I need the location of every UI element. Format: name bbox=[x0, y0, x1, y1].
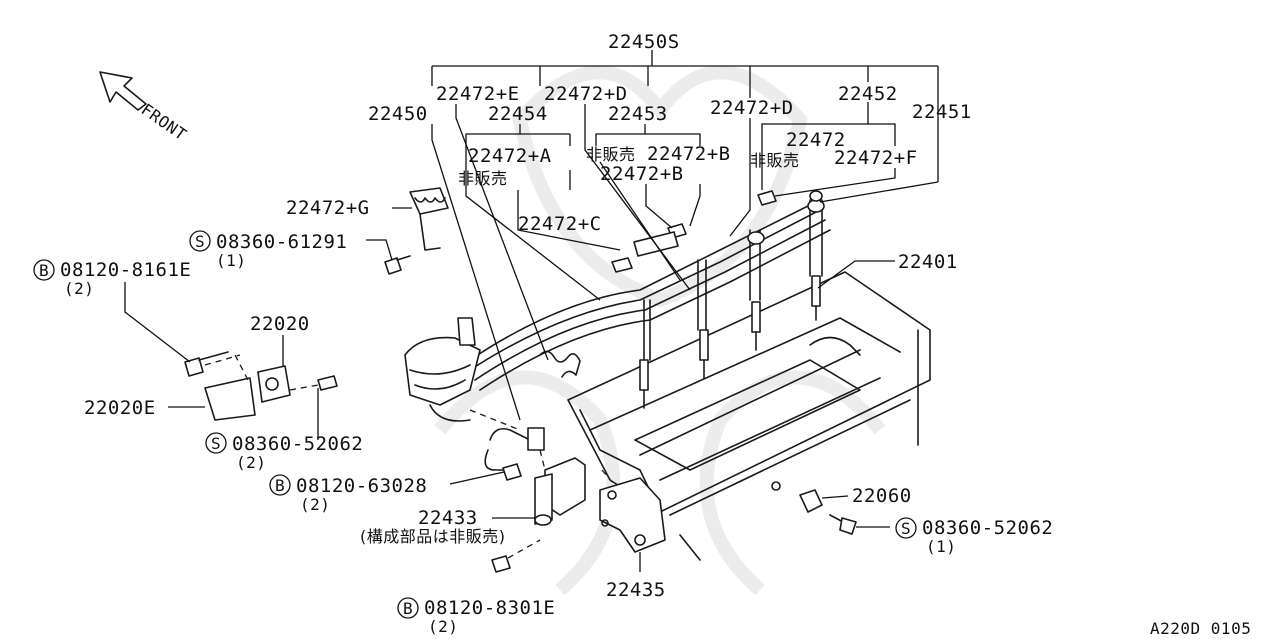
callout-22472G: 22472+G bbox=[286, 197, 370, 219]
qty-08360-52062-b: (1) bbox=[926, 537, 956, 556]
wire-clip-spring bbox=[539, 350, 581, 378]
qty-08120-63028: (2) bbox=[300, 495, 330, 514]
callout-22453: 22453 bbox=[608, 103, 668, 125]
callout-22435: 22435 bbox=[606, 579, 666, 601]
leader-lines bbox=[124, 50, 939, 572]
callout-22020E: 22020E bbox=[84, 397, 156, 419]
callout-22472A: 22472+A bbox=[468, 145, 552, 167]
part-08120-8301E: 08120-8301E bbox=[424, 597, 555, 619]
front-arrow-icon: FRONT bbox=[99, 71, 190, 145]
callout-22454: 22454 bbox=[488, 103, 548, 125]
coil-lead bbox=[469, 409, 546, 471]
sensor-22060 bbox=[771, 481, 857, 535]
badge-b: B bbox=[403, 599, 413, 618]
callout-22451: 22451 bbox=[912, 101, 972, 123]
callout-22060: 22060 bbox=[852, 485, 912, 507]
callout-22472: 22472 bbox=[786, 129, 846, 151]
callout-22450S: 22450S bbox=[608, 31, 680, 53]
callout-22472C: 22472+C bbox=[518, 213, 602, 235]
qty-08120-8301E: (2) bbox=[428, 617, 458, 636]
qty-08360-61291: (1) bbox=[216, 251, 246, 270]
non-sale-label: 非販売 bbox=[586, 145, 636, 164]
bolt-badge-icon bbox=[397, 597, 419, 619]
badge-s: S bbox=[211, 434, 221, 453]
callout-22472F: 22472+F bbox=[834, 147, 918, 169]
callout-22401: 22401 bbox=[898, 251, 958, 273]
part-08120-63028: 08120-63028 bbox=[296, 475, 427, 497]
qty-08120-8161E: (2) bbox=[64, 279, 94, 298]
engine-head-drawing bbox=[567, 271, 931, 561]
coil-bracket bbox=[599, 469, 666, 553]
cam-sensor-assembly bbox=[184, 351, 338, 421]
badge-b: B bbox=[39, 261, 49, 280]
part-08360-61291: 08360-61291 bbox=[216, 231, 347, 253]
harness-clip-22472G bbox=[384, 187, 449, 275]
screw-badge-icon bbox=[205, 432, 227, 454]
ignition-coil bbox=[534, 457, 586, 526]
bolt-badge-icon bbox=[33, 259, 55, 281]
qty-08360-52062-a: (2) bbox=[236, 453, 266, 472]
part-08120-8161E: 08120-8161E bbox=[60, 259, 191, 281]
badge-s: S bbox=[901, 519, 911, 538]
callout-22472B-a: 22472+B bbox=[647, 143, 731, 165]
callout-labels: 22450S 22472+E 22472+D 22450 22454 22453… bbox=[33, 31, 1251, 638]
callout-22433: 22433 bbox=[418, 507, 478, 529]
badge-b: B bbox=[275, 476, 285, 495]
distributor-cap bbox=[404, 317, 481, 422]
diagram-code: A220D 0105 bbox=[1150, 619, 1251, 638]
callout-22472D-a: 22472+D bbox=[544, 83, 628, 105]
non-sale-label: 非販売 bbox=[458, 169, 508, 188]
screw-badge-icon bbox=[895, 517, 917, 539]
callout-22472E: 22472+E bbox=[436, 83, 520, 105]
ignition-wire-set bbox=[469, 190, 831, 391]
bolts-lower bbox=[491, 463, 541, 573]
callout-22452: 22452 bbox=[838, 83, 898, 105]
part-08360-52062-a: 08360-52062 bbox=[232, 433, 363, 455]
note-components-not-sold: (構成部品は非販売) bbox=[360, 527, 506, 546]
callout-22472B-b: 22472+B bbox=[600, 163, 684, 185]
front-label: FRONT bbox=[138, 100, 190, 145]
callout-22020: 22020 bbox=[250, 313, 310, 335]
screw-badge-icon bbox=[189, 230, 211, 252]
part-08360-52062-b: 08360-52062 bbox=[922, 517, 1053, 539]
bolt-badge-icon bbox=[269, 474, 291, 496]
callout-22472D-b: 22472+D bbox=[710, 97, 794, 119]
spark-plugs bbox=[639, 275, 821, 409]
watermark-emblem bbox=[434, 65, 886, 596]
callout-22450: 22450 bbox=[368, 103, 428, 125]
badge-s: S bbox=[195, 232, 205, 251]
non-sale-label: 非販売 bbox=[750, 151, 800, 170]
